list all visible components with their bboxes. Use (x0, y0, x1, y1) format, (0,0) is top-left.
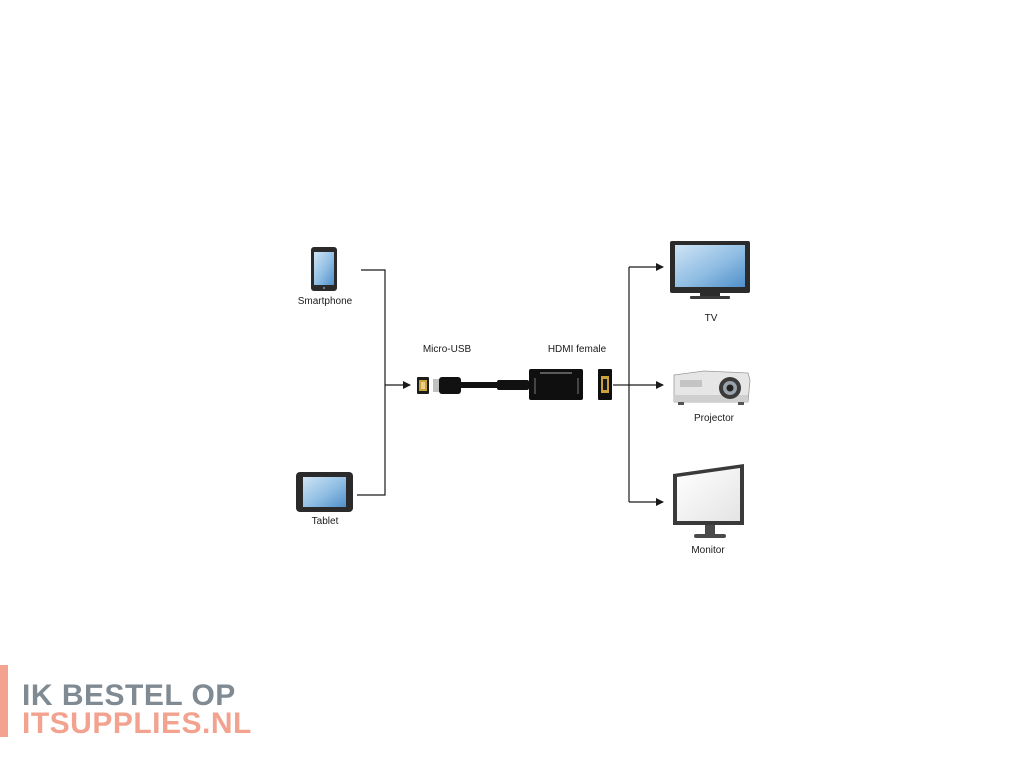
micro-usb-cable-icon (417, 377, 529, 394)
output-wires (613, 263, 664, 506)
tablet-label: Tablet (312, 516, 339, 527)
branding-line1: IK BESTEL OP (22, 679, 236, 712)
branding-accent-bar (0, 665, 8, 737)
tablet-icon (296, 472, 353, 512)
tv-icon (670, 241, 750, 299)
projector-icon (673, 370, 751, 405)
projector-label: Projector (694, 413, 735, 424)
smartphone-label: Smartphone (298, 296, 353, 307)
hdmi-female-label: HDMI female (548, 344, 607, 355)
branding-line2: ITSUPPLIES.NL (22, 707, 252, 740)
hdmi-adapter-icon (529, 369, 583, 400)
smartphone-icon (311, 247, 337, 291)
source-wires (357, 269, 411, 496)
monitor-label: Monitor (691, 545, 725, 556)
monitor-icon (673, 464, 744, 538)
hdmi-port-icon (598, 369, 612, 400)
tv-label: TV (705, 313, 718, 324)
micro-usb-label: Micro-USB (423, 344, 472, 355)
